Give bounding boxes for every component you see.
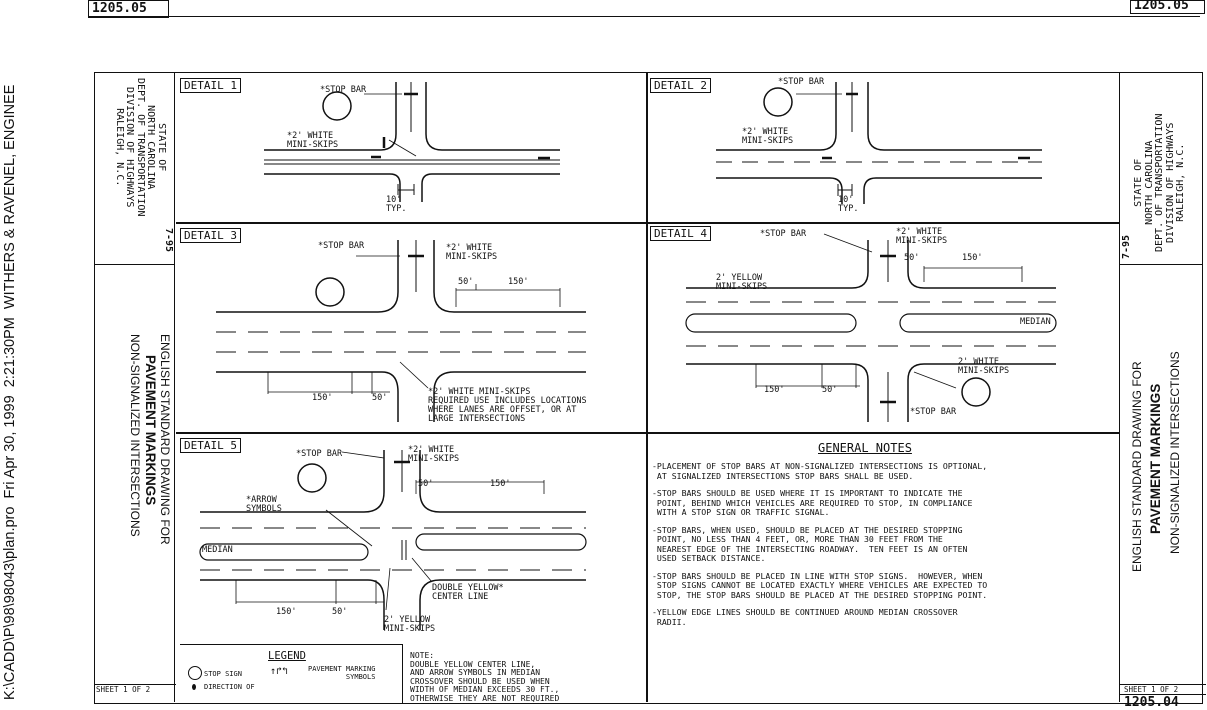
general-note-item: -STOP BARS SHOULD BE USED WHERE IT IS IM… <box>652 488 973 517</box>
left-sheet-label: SHEET 1 OF 2 <box>94 684 176 694</box>
detail-5-dim-d: 50' <box>332 607 348 617</box>
detail-3-stop-bar: *STOP BAR <box>318 241 365 251</box>
detail-2-drawing <box>646 72 1118 222</box>
detail-1-label: DETAIL 1 <box>180 78 241 93</box>
left-title-line2: PAVEMENT MARKINGS <box>143 355 158 506</box>
detail-3-dim-a: 50' <box>458 277 474 287</box>
detail-5-dim-b: 150' <box>490 479 511 489</box>
legend-title: LEGEND <box>268 650 306 662</box>
detail-5-arrow: *ARROW SYMBOLS <box>246 495 282 514</box>
direction-dot-icon <box>192 684 196 690</box>
detail-2-dim: 10' TYP. <box>838 195 859 214</box>
legend-pavement-marking: PAVEMENT MARKING SYMBOLS <box>308 665 376 681</box>
detail-4-skips: *2' WHITE MINI-SKIPS <box>896 227 948 246</box>
top-border-line <box>88 16 1200 17</box>
detail-3-dim-c: 150' <box>312 393 333 403</box>
detail-4-skips-2: 2' WHITE MINI-SKIPS <box>958 357 1010 376</box>
margin-path-text: K:\CADD\P\98\98043\plan.pro Fri Apr 30, … <box>2 84 18 700</box>
left-title-line1: ENGLISH STANDARD DRAWING FOR <box>158 334 172 545</box>
detail-2-label: DETAIL 2 <box>650 78 711 93</box>
general-note-item: -STOP BARS, WHEN USED, SHOULD BE PLACED … <box>652 524 968 563</box>
detail-1-skips: *2' WHITE MINI-SKIPS <box>287 131 339 150</box>
detail-4-median: MEDIAN <box>1020 317 1051 327</box>
detail-4-dim-b: 150' <box>962 253 983 263</box>
detail-4-label: DETAIL 4 <box>650 226 711 241</box>
general-note-item: -PLACEMENT OF STOP BARS AT NON-SIGNALIZE… <box>652 461 988 481</box>
detail-5-median: MEDIAN <box>202 545 233 555</box>
median-note: NOTE: DOUBLE YELLOW CENTER LINE, AND ARR… <box>410 651 560 703</box>
right-sheet-number: 1205.04 <box>1120 694 1206 710</box>
detail-5-dim-a: 50' <box>418 479 434 489</box>
left-date: 7-95 <box>163 228 174 253</box>
detail-3-dim-d: 50' <box>372 393 388 403</box>
row-divider-1 <box>176 222 1119 224</box>
right-title-block: STATE OF NORTH CAROLINA DEPT. OF TRANSPO… <box>1119 72 1206 710</box>
detail-1-stop-bar: *STOP BAR <box>320 85 367 95</box>
general-note-item: -YELLOW EDGE LINES SHOULD BE CONTINUED A… <box>652 607 958 627</box>
detail-2-stop-bar: *STOP BAR <box>778 77 825 87</box>
detail-5-double-yellow: DOUBLE YELLOW* CENTER LINE <box>432 583 504 602</box>
detail-1-dim: 10' TYP. <box>386 195 407 214</box>
detail-4-drawing <box>646 222 1118 432</box>
row-divider-2 <box>176 432 1119 434</box>
right-title-line2: PAVEMENT MARKINGS <box>1148 383 1163 534</box>
right-title-line1: ENGLISH STANDARD DRAWING FOR <box>1130 361 1144 572</box>
sheet-number-top-right: 1205.05 <box>1130 0 1205 14</box>
detail-5-stop-bar: *STOP BAR <box>296 449 343 459</box>
detail-5-dim-c: 150' <box>276 607 297 617</box>
left-title-line3: NON-SIGNALIZED INTERSECTIONS <box>128 334 142 537</box>
legend-direction: DIRECTION OF <box>204 683 255 691</box>
detail-2-skips: *2' WHITE MINI-SKIPS <box>742 127 794 146</box>
detail-3-skips: *2' WHITE MINI-SKIPS <box>446 243 498 262</box>
detail-5-drawing <box>176 432 646 642</box>
detail-4-dim-d: 50' <box>822 385 838 395</box>
right-title-line3: NON-SIGNALIZED INTERSECTIONS <box>1168 351 1182 554</box>
detail-4-yellow: 2' YELLOW MINI-SKIPS <box>716 273 768 292</box>
center-divider <box>646 72 648 702</box>
right-date: 7-95 <box>1121 234 1132 259</box>
detail-4-stop-bar: *STOP BAR <box>760 229 807 239</box>
right-agency: STATE OF NORTH CAROLINA DEPT. OF TRANSPO… <box>1133 113 1186 252</box>
detail-5-label: DETAIL 5 <box>180 438 241 453</box>
sheet-number-top-left: 1205.05 <box>88 0 169 18</box>
detail-5-skips: *2' WHITE MINI-SKIPS <box>408 445 460 464</box>
left-title-block: STATE OF NORTH CAROLINA DEPT. OF TRANSPO… <box>94 72 176 702</box>
detail-4-stop-bar-2: *STOP BAR <box>910 407 957 417</box>
pavement-marking-icon: ↑↱↰ <box>270 666 289 677</box>
general-note-item: -STOP BARS SHOULD BE PLACED IN LINE WITH… <box>652 570 988 600</box>
legend-stop-sign: STOP SIGN <box>204 670 242 678</box>
stop-sign-icon <box>188 666 202 680</box>
detail-3-dim-b: 150' <box>508 277 529 287</box>
detail-5-yellow: 2' YELLOW MINI-SKIPS <box>384 615 436 634</box>
detail-3-note: *2' WHITE MINI-SKIPS REQUIRED USE INCLUD… <box>428 387 587 424</box>
left-agency: STATE OF NORTH CAROLINA DEPT. OF TRANSPO… <box>114 78 167 217</box>
general-notes-title: GENERAL NOTES <box>818 441 912 455</box>
detail-1-drawing <box>176 72 646 222</box>
detail-4-dim-c: 150' <box>764 385 785 395</box>
general-notes-list: -PLACEMENT OF STOP BARS AT NON-SIGNALIZE… <box>652 461 1116 635</box>
right-sheet-label: SHEET 1 OF 2 <box>1120 684 1206 694</box>
detail-3-label: DETAIL 3 <box>180 228 241 243</box>
legend-box <box>180 644 403 703</box>
detail-4-dim-a: 50' <box>904 253 920 263</box>
detail-3-drawing <box>176 222 646 432</box>
